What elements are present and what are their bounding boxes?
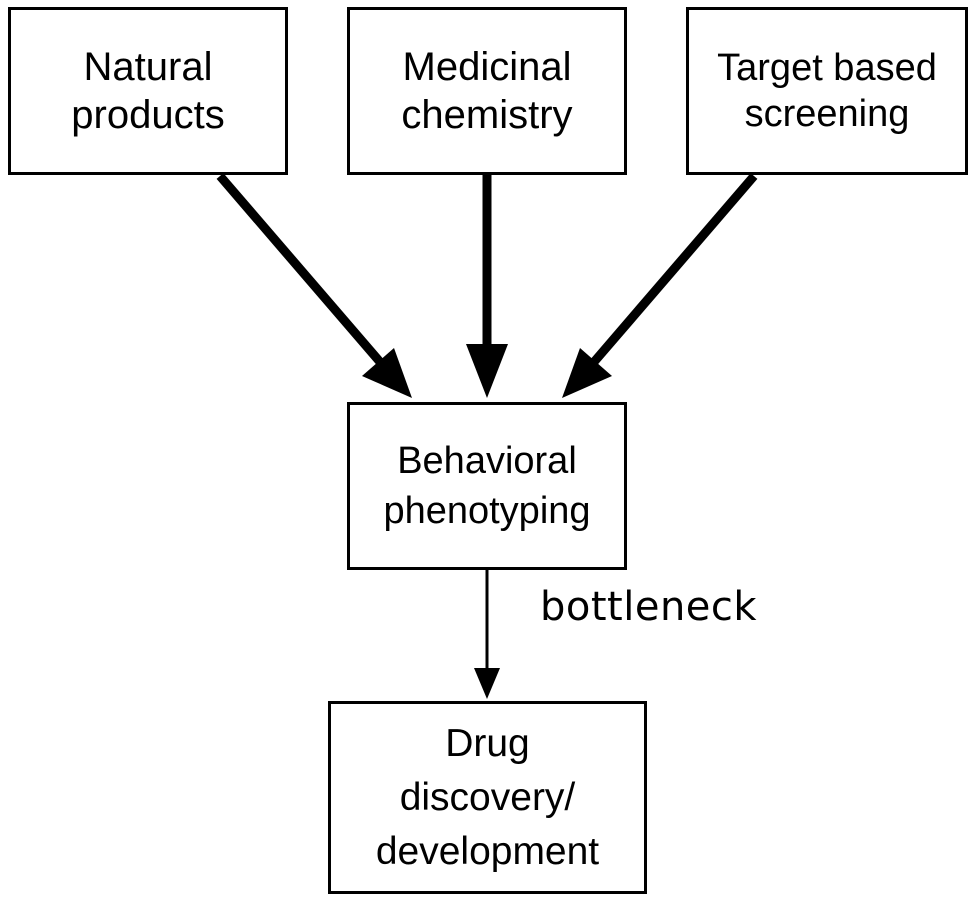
- node-medicinal-chemistry: Medicinal chemistry: [347, 7, 627, 175]
- arrowhead-icon: [474, 668, 500, 699]
- node-target-screening: Target based screening: [686, 7, 968, 175]
- edge-natural-to-behavioral: [216, 173, 412, 398]
- edge-target-to-behavioral-line: [590, 173, 758, 365]
- node-behavioral-phenotyping: Behavioral phenotyping: [347, 402, 627, 570]
- arrowhead-icon: [562, 348, 612, 398]
- node-natural-products-label: Natural products: [71, 45, 225, 137]
- arrowhead-icon: [362, 348, 412, 398]
- edge-label-bottleneck: bottleneck: [540, 584, 758, 630]
- node-drug-discovery-label: Drug discovery/ development: [375, 721, 600, 873]
- edge-behavioral-to-drug: [474, 570, 500, 699]
- node-medicinal-chemistry-label: Medicinal chemistry: [401, 45, 573, 137]
- node-drug-discovery: Drug discovery/ development: [328, 701, 647, 894]
- arrowhead-icon: [466, 344, 508, 398]
- edge-natural-to-behavioral-line: [216, 173, 384, 365]
- node-behavioral-phenotyping-label: Behavioral phenotyping: [383, 440, 591, 532]
- node-natural-products: Natural products: [8, 7, 288, 175]
- edge-target-to-behavioral: [562, 173, 758, 398]
- node-target-screening-label: Target based screening: [717, 47, 937, 135]
- edge-medicinal-to-behavioral: [466, 174, 508, 398]
